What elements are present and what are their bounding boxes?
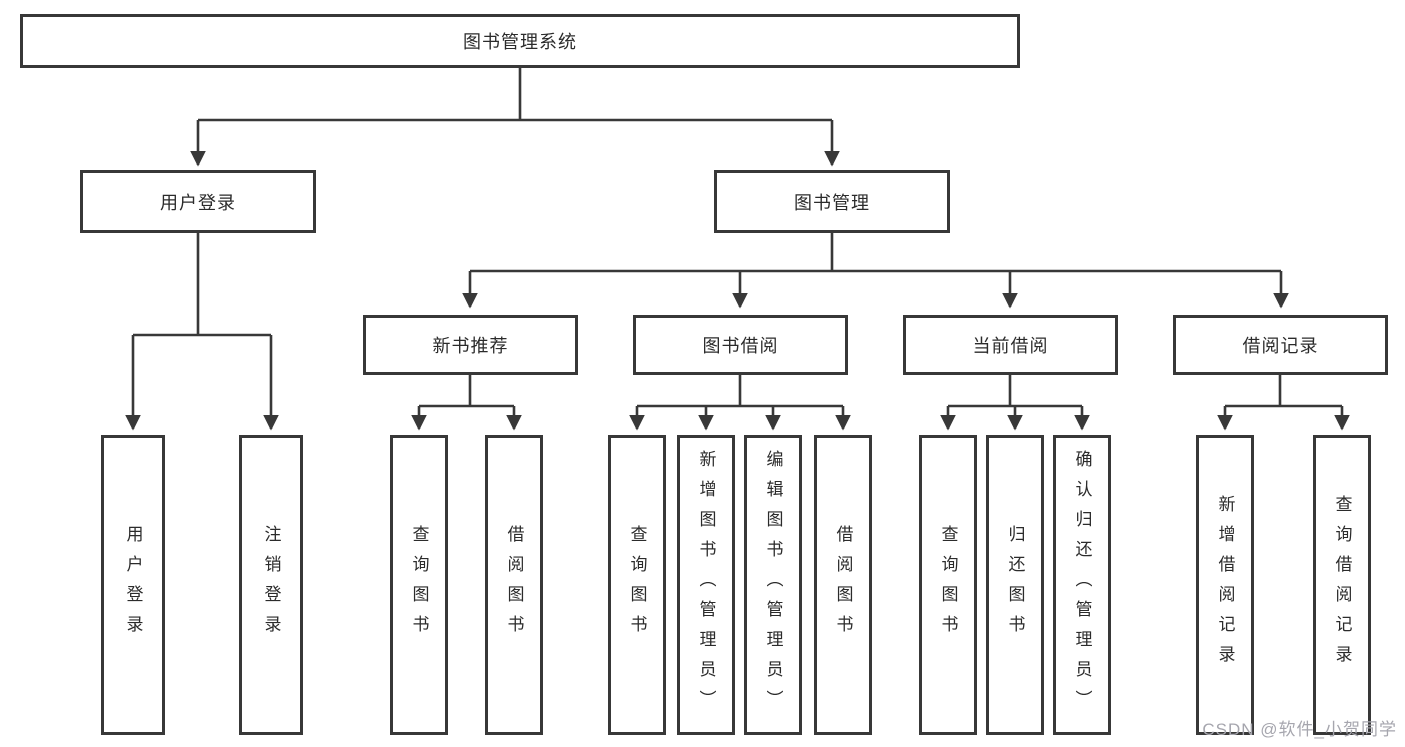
leaf-user-login: 用户登录	[101, 435, 165, 735]
leaf-confirm-return-admin-label: 确认归还（管理员）	[1072, 450, 1092, 720]
leaf-edit-book-admin-label: 编辑图书（管理员）	[763, 450, 783, 720]
node-borrowing-records-label: 借阅记录	[1242, 336, 1319, 356]
leaf-query-books-borrowing-label: 查询图书	[627, 525, 647, 645]
leaf-query-books-current-label: 查询图书	[938, 525, 958, 645]
leaf-borrow-books-recommend: 借阅图书	[485, 435, 543, 735]
node-book-borrowing-label: 图书借阅	[702, 336, 779, 356]
node-user-login-label: 用户登录	[160, 192, 236, 213]
leaf-add-book-admin-label: 新增图书（管理员）	[696, 450, 716, 720]
leaf-user-login-label: 用户登录	[123, 525, 143, 645]
leaf-return-books: 归还图书	[986, 435, 1044, 735]
leaf-logout: 注销登录	[239, 435, 303, 735]
leaf-edit-book-admin: 编辑图书（管理员）	[744, 435, 802, 735]
leaf-add-book-admin: 新增图书（管理员）	[677, 435, 735, 735]
leaf-query-borrow-record: 查询借阅记录	[1313, 435, 1371, 735]
leaf-return-books-label: 归还图书	[1005, 525, 1025, 645]
leaf-query-books-recommend-label: 查询图书	[409, 525, 429, 645]
leaf-add-borrow-record-label: 新增借阅记录	[1215, 495, 1235, 675]
leaf-borrow-books-recommend-label: 借阅图书	[504, 525, 524, 645]
leaf-confirm-return-admin: 确认归还（管理员）	[1053, 435, 1111, 735]
leaf-query-books-current: 查询图书	[919, 435, 977, 735]
leaf-borrow-books-label: 借阅图书	[833, 525, 853, 645]
node-root: 图书管理系统	[20, 14, 1020, 68]
leaf-borrow-books: 借阅图书	[814, 435, 872, 735]
node-current-borrowing-label: 当前借阅	[972, 336, 1049, 356]
node-root-label: 图书管理系统	[463, 32, 577, 52]
leaf-logout-label: 注销登录	[261, 525, 281, 645]
leaf-add-borrow-record: 新增借阅记录	[1196, 435, 1254, 735]
node-new-book-recommendation: 新书推荐	[363, 315, 578, 375]
node-book-management: 图书管理	[714, 170, 950, 233]
leaf-query-books-recommend: 查询图书	[390, 435, 448, 735]
node-current-borrowing: 当前借阅	[903, 315, 1118, 375]
node-book-management-label: 图书管理	[794, 192, 870, 213]
leaf-query-books-borrowing: 查询图书	[608, 435, 666, 735]
node-borrowing-records: 借阅记录	[1173, 315, 1388, 375]
node-user-login: 用户登录	[80, 170, 316, 233]
leaf-query-borrow-record-label: 查询借阅记录	[1332, 495, 1352, 675]
node-book-borrowing: 图书借阅	[633, 315, 848, 375]
node-new-book-recommendation-label: 新书推荐	[432, 336, 509, 356]
